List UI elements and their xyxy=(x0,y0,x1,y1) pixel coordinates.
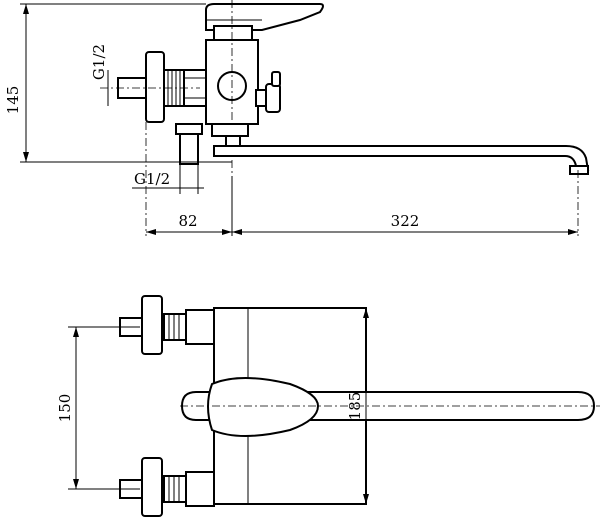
dim-spout-label: 322 xyxy=(391,212,420,230)
dim-inlet-spacing-label: 150 xyxy=(56,394,74,423)
dim-height-label: 145 xyxy=(4,86,22,115)
thread-top-label: G1/2 xyxy=(90,44,108,80)
thread-label-bottom: G1/2 xyxy=(132,164,204,194)
plan-handle xyxy=(207,377,320,437)
dimension-145: 145 xyxy=(4,3,232,163)
aerator xyxy=(569,165,589,175)
dimension-82-322: 82 322 xyxy=(146,176,578,236)
dimension-150: 150 xyxy=(56,326,140,490)
dimension-185: 185 xyxy=(346,308,369,504)
spout xyxy=(213,135,590,175)
thread-bottom-label: G1/2 xyxy=(134,170,170,188)
thread-label-top: G1/2 xyxy=(90,44,109,106)
lower-inlet xyxy=(119,457,215,517)
dim-body-height-label: 185 xyxy=(346,392,364,421)
dim-inlet-label: 82 xyxy=(178,212,197,230)
upper-inlet xyxy=(119,295,215,355)
lever-handle xyxy=(205,3,324,31)
wall-flange xyxy=(145,51,165,123)
side-elevation-view: 145 G1/2 G1/2 82 322 xyxy=(4,0,590,236)
plan-view: 150 185 xyxy=(56,295,600,517)
cartridge-cap xyxy=(213,25,253,41)
diverter-knob xyxy=(255,71,281,113)
